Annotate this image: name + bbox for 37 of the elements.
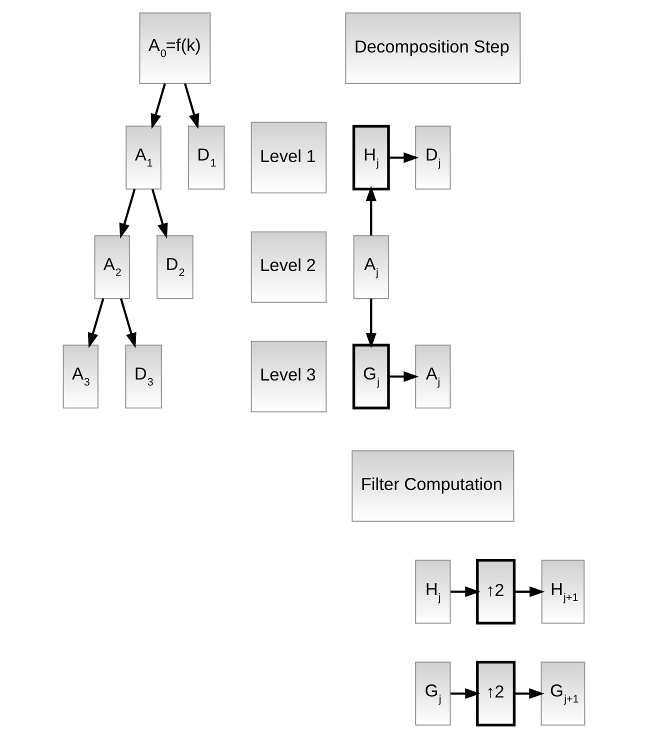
node-box: H$_{j}$	[352, 124, 390, 190]
node-box: D$_{j}$	[414, 126, 450, 190]
node-box: ↑2	[476, 660, 516, 726]
node-box: A$_{3}$	[62, 344, 98, 409]
node-box: D$_{3}$	[124, 344, 162, 409]
node-box: A$_{1}$	[125, 126, 161, 190]
arrow	[150, 188, 168, 239]
arrow	[514, 688, 544, 699]
arrow	[183, 83, 199, 130]
arrow	[388, 371, 418, 382]
node-box: G$_{j}$	[352, 344, 390, 410]
arrow	[514, 586, 544, 598]
arrow	[450, 688, 480, 699]
node-box: Decomposition Step	[344, 12, 520, 84]
arrow	[119, 298, 136, 348]
arrow	[365, 298, 376, 348]
node-box: H$_{j+1}$	[540, 560, 584, 624]
node-box: A$_{2}$	[94, 235, 130, 300]
arrow	[150, 83, 166, 130]
node-box: A$_{j}$	[352, 235, 389, 300]
node-box: Level 3	[250, 340, 326, 412]
node-box: ↑2	[476, 558, 516, 625]
node-box: Level 1	[250, 122, 326, 194]
arrow	[365, 186, 376, 236]
node-box: A$_{0}$=f(k)	[138, 12, 210, 84]
node-box: H$_{j}$	[414, 560, 450, 624]
arrow	[87, 298, 104, 348]
node-box: A$_{j}$	[414, 344, 450, 409]
arrow	[118, 188, 136, 239]
node-box: Level 2	[250, 231, 326, 303]
node-box: G$_{j+1}$	[540, 662, 585, 726]
node-box: D$_{1}$	[187, 126, 224, 190]
arrow	[388, 152, 418, 163]
node-box: D$_{2}$	[156, 235, 193, 300]
node-box: G$_{j}$	[414, 662, 450, 726]
arrow	[450, 586, 480, 598]
node-box: Filter Computation	[351, 450, 514, 522]
